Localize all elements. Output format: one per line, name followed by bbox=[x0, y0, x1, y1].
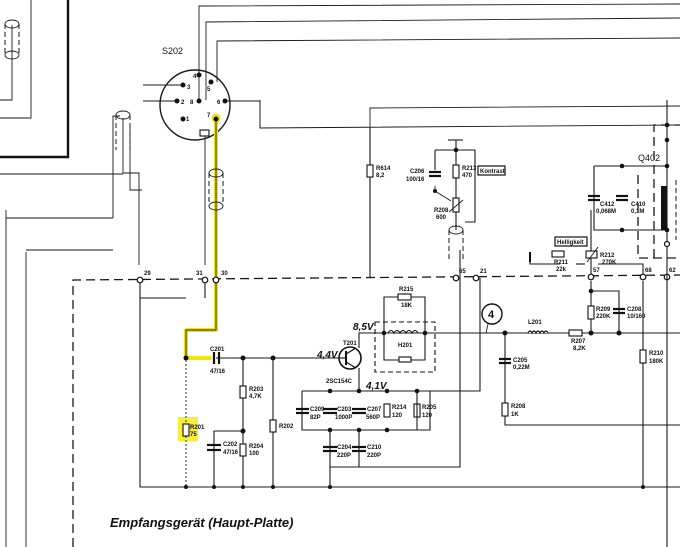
svg-text:C205: C205 bbox=[513, 358, 528, 364]
svg-text:10/160: 10/160 bbox=[627, 314, 646, 320]
svg-text:470: 470 bbox=[462, 173, 473, 179]
svg-text:68: 68 bbox=[645, 268, 652, 274]
svg-text:C208: C208 bbox=[627, 307, 642, 313]
svg-text:C206: C206 bbox=[410, 169, 425, 175]
svg-text:4,7K: 4,7K bbox=[249, 394, 262, 400]
svg-text:3: 3 bbox=[187, 85, 191, 91]
svg-text:R203: R203 bbox=[249, 387, 264, 393]
svg-text:8,2: 8,2 bbox=[376, 173, 385, 179]
svg-text:Q402: Q402 bbox=[638, 153, 660, 163]
svg-text:220P: 220P bbox=[367, 453, 381, 459]
svg-text:18K: 18K bbox=[401, 303, 413, 309]
svg-text:R208: R208 bbox=[434, 208, 449, 214]
svg-text:5: 5 bbox=[207, 87, 211, 93]
svg-text:C203: C203 bbox=[337, 407, 352, 413]
svg-text:2: 2 bbox=[181, 100, 185, 106]
svg-text:62: 62 bbox=[669, 268, 676, 274]
svg-text:C201: C201 bbox=[210, 347, 225, 353]
svg-text:R614: R614 bbox=[376, 166, 391, 172]
svg-text:29: 29 bbox=[144, 271, 151, 277]
svg-text:6: 6 bbox=[217, 100, 221, 106]
svg-text:22k: 22k bbox=[556, 267, 567, 273]
svg-text:C210: C210 bbox=[367, 445, 382, 451]
svg-text:600: 600 bbox=[436, 215, 447, 221]
svg-text:30: 30 bbox=[221, 271, 228, 277]
svg-text:100/16: 100/16 bbox=[406, 177, 425, 183]
top-wires bbox=[0, 3, 680, 265]
svg-text:0,22M: 0,22M bbox=[513, 365, 530, 371]
svg-text:47/16: 47/16 bbox=[223, 450, 239, 456]
svg-text:4,1V: 4,1V bbox=[365, 381, 388, 392]
svg-text:R205: R205 bbox=[422, 405, 437, 411]
svg-text:65: 65 bbox=[459, 269, 466, 275]
components: C201 47/16 R203 4,7K R201 75 C202 47/16 … bbox=[182, 153, 664, 459]
svg-text:R214: R214 bbox=[392, 405, 407, 411]
svg-text:220P: 220P bbox=[337, 453, 351, 459]
helligkeit-label: Helligkeit bbox=[557, 240, 584, 246]
svg-text:47/16: 47/16 bbox=[210, 369, 226, 375]
main-wiring bbox=[139, 100, 680, 547]
svg-text:R211: R211 bbox=[554, 260, 569, 266]
svg-text:R201: R201 bbox=[190, 425, 205, 431]
svg-text:T201: T201 bbox=[343, 341, 357, 347]
connector-label: S202 bbox=[162, 46, 183, 56]
svg-text:57: 57 bbox=[593, 268, 600, 274]
svg-text:7: 7 bbox=[207, 113, 211, 119]
svg-text:8,5V: 8,5V bbox=[353, 322, 375, 333]
svg-text:H201: H201 bbox=[398, 343, 413, 349]
svg-text:R207: R207 bbox=[571, 339, 586, 345]
svg-text:C412: C412 bbox=[600, 202, 615, 208]
diagram-title: Empfangsgerät (Haupt-Platte) bbox=[110, 515, 293, 530]
svg-text:560P: 560P bbox=[366, 415, 380, 421]
svg-text:120: 120 bbox=[422, 413, 433, 419]
svg-text:82P: 82P bbox=[310, 415, 321, 421]
svg-text:R209: R209 bbox=[596, 307, 611, 313]
svg-text:R213: R213 bbox=[462, 166, 477, 172]
board-boundary bbox=[72, 124, 680, 547]
svg-text:120: 120 bbox=[392, 413, 403, 419]
connector-s202: S202 4 3 5 2 8 6 1 bbox=[143, 46, 261, 265]
kontrast-label: Kontrast bbox=[480, 169, 505, 175]
svg-text:C410: C410 bbox=[631, 202, 646, 208]
svg-text:R212: R212 bbox=[600, 253, 615, 259]
svg-text:L201: L201 bbox=[528, 320, 542, 326]
svg-text:R202: R202 bbox=[279, 424, 294, 430]
svg-text:1: 1 bbox=[186, 117, 190, 123]
svg-text:220K: 220K bbox=[596, 314, 611, 320]
svg-text:C207: C207 bbox=[367, 407, 382, 413]
highlighted-signal-path: 7 bbox=[178, 113, 224, 441]
svg-text:R215: R215 bbox=[399, 287, 414, 293]
svg-text:270K: 270K bbox=[602, 260, 617, 266]
left-board-frame bbox=[0, 0, 113, 547]
svg-text:C202: C202 bbox=[223, 442, 238, 448]
terminals: 29 31 30 65 21 57 68 62 bbox=[136, 268, 676, 284]
svg-text:1000P: 1000P bbox=[335, 415, 352, 421]
svg-text:180K: 180K bbox=[649, 359, 664, 365]
svg-text:8: 8 bbox=[190, 100, 194, 106]
svg-text:4: 4 bbox=[193, 74, 197, 80]
svg-text:C209: C209 bbox=[310, 407, 325, 413]
svg-text:2SC154C: 2SC154C bbox=[326, 379, 353, 385]
svg-text:4,4V: 4,4V bbox=[316, 350, 339, 361]
svg-text:1K: 1K bbox=[511, 412, 519, 418]
svg-text:31: 31 bbox=[196, 271, 203, 277]
svg-text:100: 100 bbox=[249, 451, 260, 457]
svg-text:8,2K: 8,2K bbox=[573, 346, 586, 352]
svg-text:R210: R210 bbox=[649, 351, 664, 357]
svg-text:R208: R208 bbox=[511, 404, 526, 410]
svg-text:R204: R204 bbox=[249, 444, 264, 450]
svg-text:0,1M: 0,1M bbox=[631, 209, 644, 215]
svg-text:C204: C204 bbox=[337, 445, 352, 451]
svg-text:4: 4 bbox=[488, 309, 495, 321]
svg-text:21: 21 bbox=[480, 269, 487, 275]
svg-text:75: 75 bbox=[190, 432, 197, 438]
svg-text:0,068M: 0,068M bbox=[596, 209, 616, 215]
